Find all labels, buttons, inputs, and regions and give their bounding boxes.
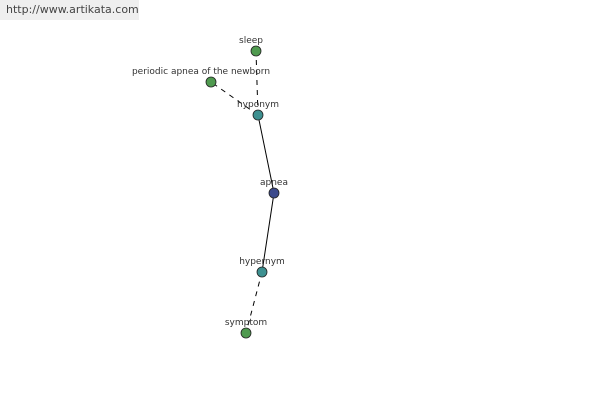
edge-apnea-hyponym — [257, 114, 275, 194]
node-sleep[interactable] — [250, 45, 262, 57]
node-apnea[interactable] — [268, 187, 280, 199]
node-hyponym[interactable] — [252, 109, 264, 121]
edge-hyponym-sleep — [255, 50, 259, 116]
edge-hypernym-symptom — [245, 271, 263, 334]
watermark-url: http://www.artikata.com — [0, 0, 139, 20]
edge-hyponym-periodic — [210, 81, 259, 116]
node-label-apnea: apnea — [260, 178, 288, 188]
edges-layer — [210, 50, 275, 334]
node-periodic[interactable] — [205, 76, 217, 88]
nodes-layer: apnea hyponym hypernym sleep periodic apnea … — [132, 36, 288, 339]
edge-apnea-hypernym — [261, 192, 275, 273]
node-label-hyponym: hyponym — [237, 100, 279, 110]
node-label-symptom: symptom — [225, 318, 267, 328]
node-symptom[interactable] — [240, 327, 252, 339]
node-label-hypernym: hypernym — [239, 257, 285, 267]
node-label-sleep: sleep — [239, 36, 263, 46]
node-hypernym[interactable] — [256, 266, 268, 278]
node-label-periodic: periodic apnea of the newborn — [132, 67, 270, 77]
